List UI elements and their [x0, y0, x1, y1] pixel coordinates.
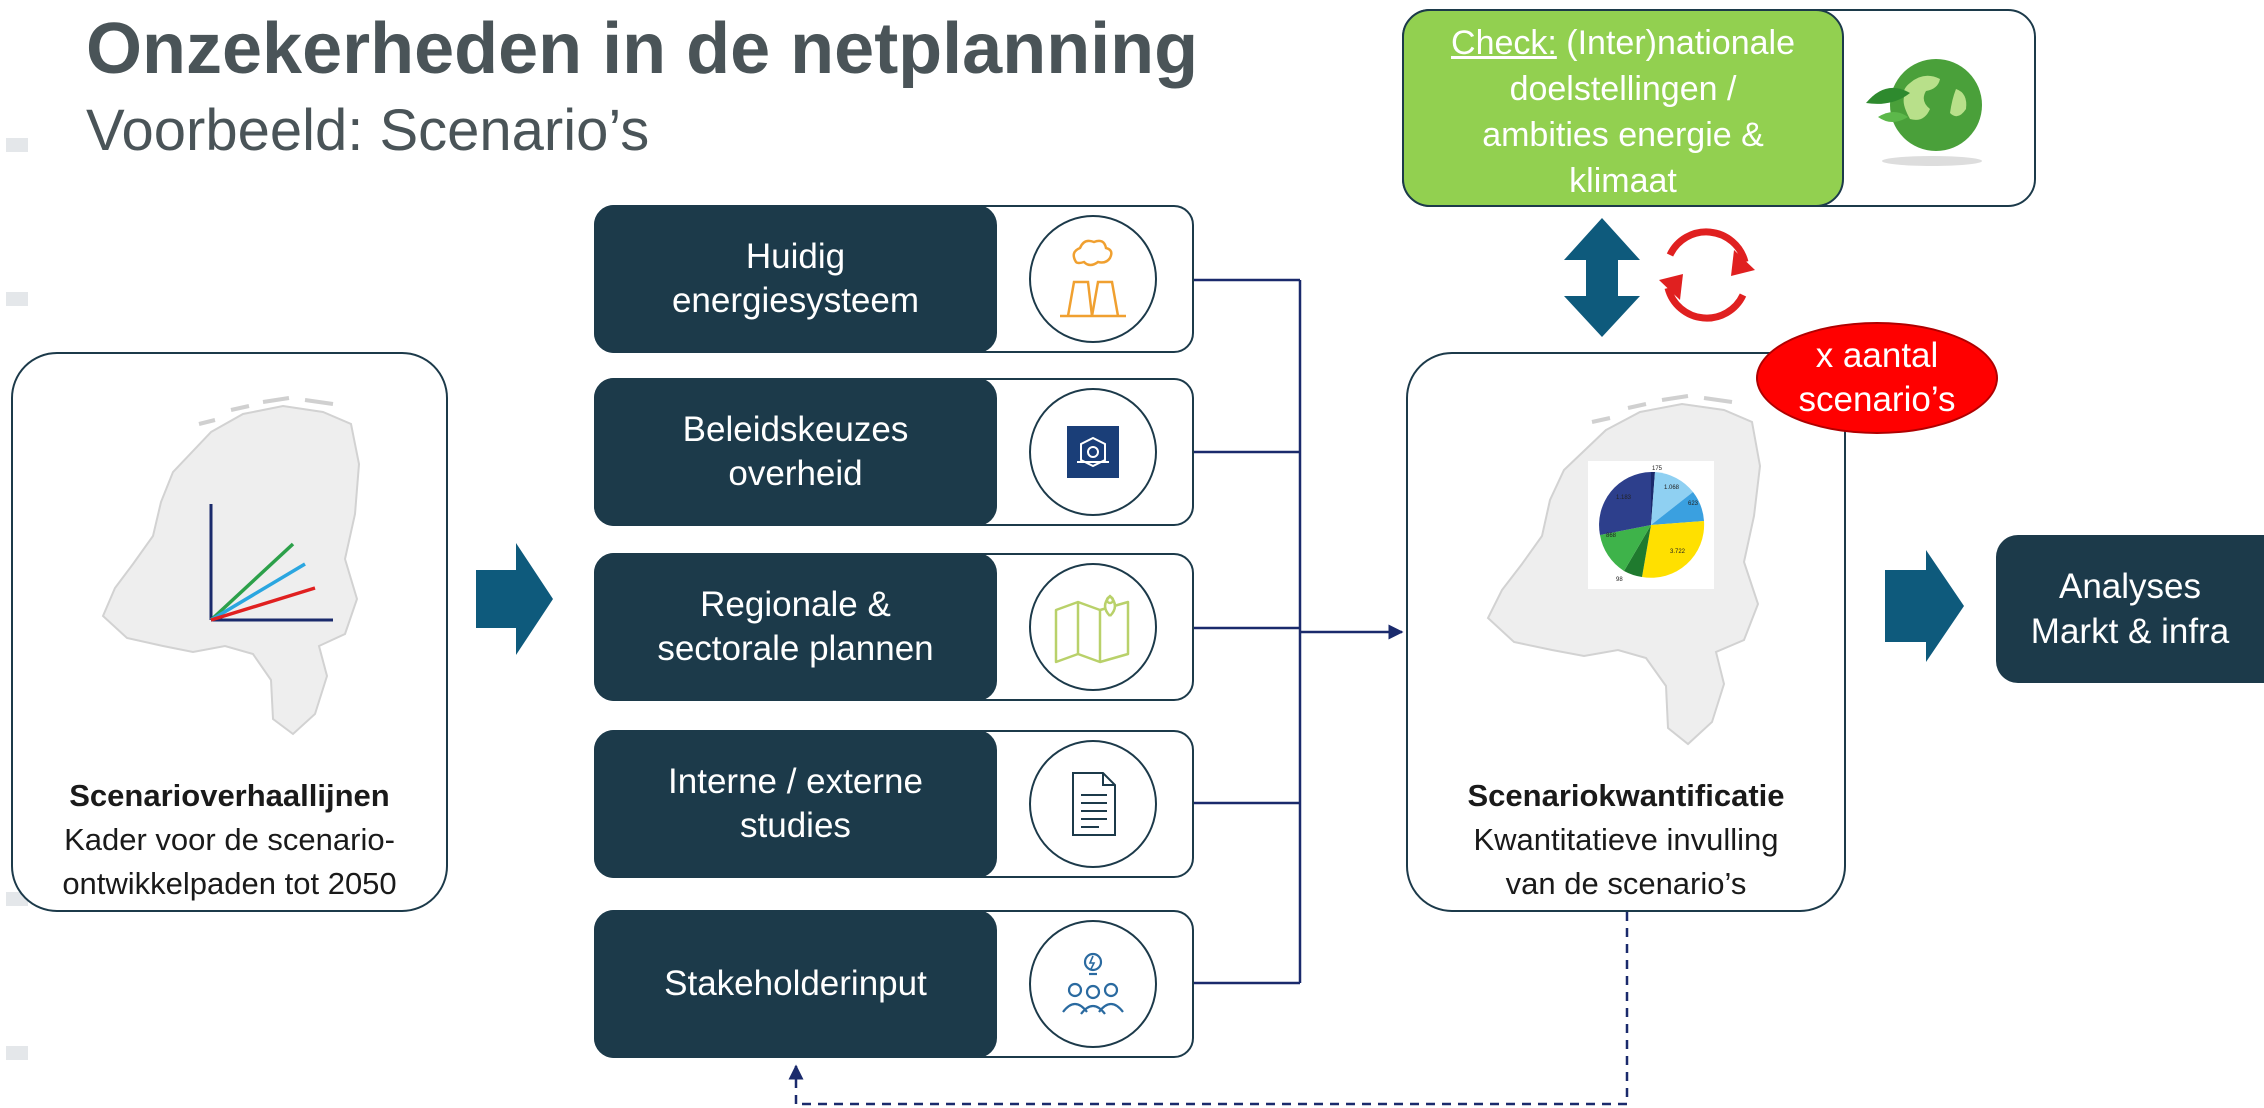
pie-chart-icon: 175 1.068 623 3.722 98 868 1.183	[1599, 466, 1705, 583]
input-label-line-1: Huidig	[745, 237, 846, 277]
scenario-count-badge: x aantal scenario’s	[1756, 322, 1998, 434]
flow-arrow-icon	[1885, 550, 1964, 662]
analyses-line-2: Markt & infra	[2030, 612, 2230, 651]
feedback-dashed-connector	[788, 912, 1629, 1106]
pie-label: 623	[1688, 501, 1699, 507]
input-label-box: Regionale & sectorale plannen	[594, 553, 997, 701]
input-label-line-2: studies	[740, 806, 851, 845]
pie-label: 175	[1652, 466, 1663, 472]
netherlands-map-icon	[101, 396, 361, 736]
pie-label: 1.068	[1664, 485, 1680, 491]
analyses-box: Analyses Markt & infra	[1996, 535, 2264, 683]
slide-edge-mark	[6, 1046, 28, 1060]
cycle-arrows-icon	[1664, 228, 1749, 322]
check-text-line-3: ambities energie &	[1482, 115, 1764, 154]
scenario-count-line-1: x aantal	[1815, 336, 1939, 376]
flow-arrow-icon	[476, 543, 553, 655]
input-row-policy: Beleidskeuzes overheid	[594, 378, 1194, 526]
people-idea-icon	[1029, 920, 1157, 1048]
input-label-box: Stakeholderinput	[594, 910, 997, 1058]
input-row-regional-plans: Regionale & sectorale plannen	[594, 553, 1194, 701]
input-label-box: Beleidskeuzes overheid	[594, 378, 997, 526]
input-label-line-2: energiesysteem	[671, 281, 920, 320]
storylines-panel: Scenarioverhaallijnen Kader voor de scen…	[11, 352, 448, 912]
scenario-count-line-2: scenario’s	[1798, 380, 1956, 419]
green-globe-icon	[1866, 59, 1982, 166]
document-icon	[1029, 740, 1157, 868]
quantification-description-line-2: van de scenario’s	[1505, 866, 1747, 902]
input-label-line-1: Regionale &	[700, 585, 891, 625]
check-box: Check: (Inter)nationale doelstellingen /…	[1402, 9, 1844, 207]
pie-chart-thumbnail: 175 1.068 623 3.722 98 868 1.183	[1588, 461, 1714, 589]
slide-edge-mark	[6, 138, 28, 152]
input-row-stakeholders: Stakeholderinput	[594, 910, 1194, 1058]
page-title: Onzekerheden in de netplanning	[86, 9, 1199, 89]
analyses-line-1: Analyses	[2058, 566, 2202, 606]
input-bracket-connector	[1193, 278, 1404, 985]
quantification-description-line-1: Kwantitatieve invulling	[1473, 822, 1779, 858]
check-text-line-1: (Inter)nationale	[1556, 24, 1795, 62]
input-label-box: Interne / externe studies	[594, 730, 997, 878]
power-plant-icon	[1029, 215, 1157, 343]
input-label-box: Huidig energiesysteem	[594, 205, 997, 353]
input-label-line-2: overheid	[728, 454, 863, 493]
check-label: Check:	[1451, 24, 1557, 62]
input-label-line-2: sectorale plannen	[657, 629, 934, 668]
input-label-line-1: Beleidskeuzes	[682, 410, 909, 450]
input-row-current-system: Huidig energiesysteem	[594, 205, 1194, 353]
pie-label: 1.183	[1616, 495, 1632, 501]
map-pin-icon	[1029, 563, 1157, 691]
storylines-description-line-1: Kader voor de scenario-	[64, 822, 395, 858]
check-text-line-2: doelstellingen /	[1509, 69, 1737, 108]
double-arrow-icon	[1564, 218, 1640, 337]
storylines-description-line-2: ontwikkelpaden tot 2050	[62, 866, 397, 902]
pie-label: 98	[1616, 577, 1623, 583]
check-text-line-4: klimaat	[1569, 161, 1677, 200]
storylines-title: Scenarioverhaallijnen	[69, 778, 390, 813]
pie-label: 868	[1606, 533, 1617, 539]
input-label-line-1: Interne / externe	[668, 762, 923, 802]
pie-label: 3.722	[1670, 549, 1686, 555]
government-emblem-icon	[1029, 388, 1157, 516]
quantification-title: Scenariokwantificatie	[1467, 778, 1785, 813]
page-subtitle: Voorbeeld: Scenario’s	[86, 98, 650, 163]
input-label-line-1: Stakeholderinput	[664, 964, 927, 1004]
slide-edge-mark	[6, 292, 28, 306]
quantification-panel: 175 1.068 623 3.722 98 868 1.183 Scenari…	[1406, 352, 1846, 912]
input-row-studies: Interne / externe studies	[594, 730, 1194, 878]
